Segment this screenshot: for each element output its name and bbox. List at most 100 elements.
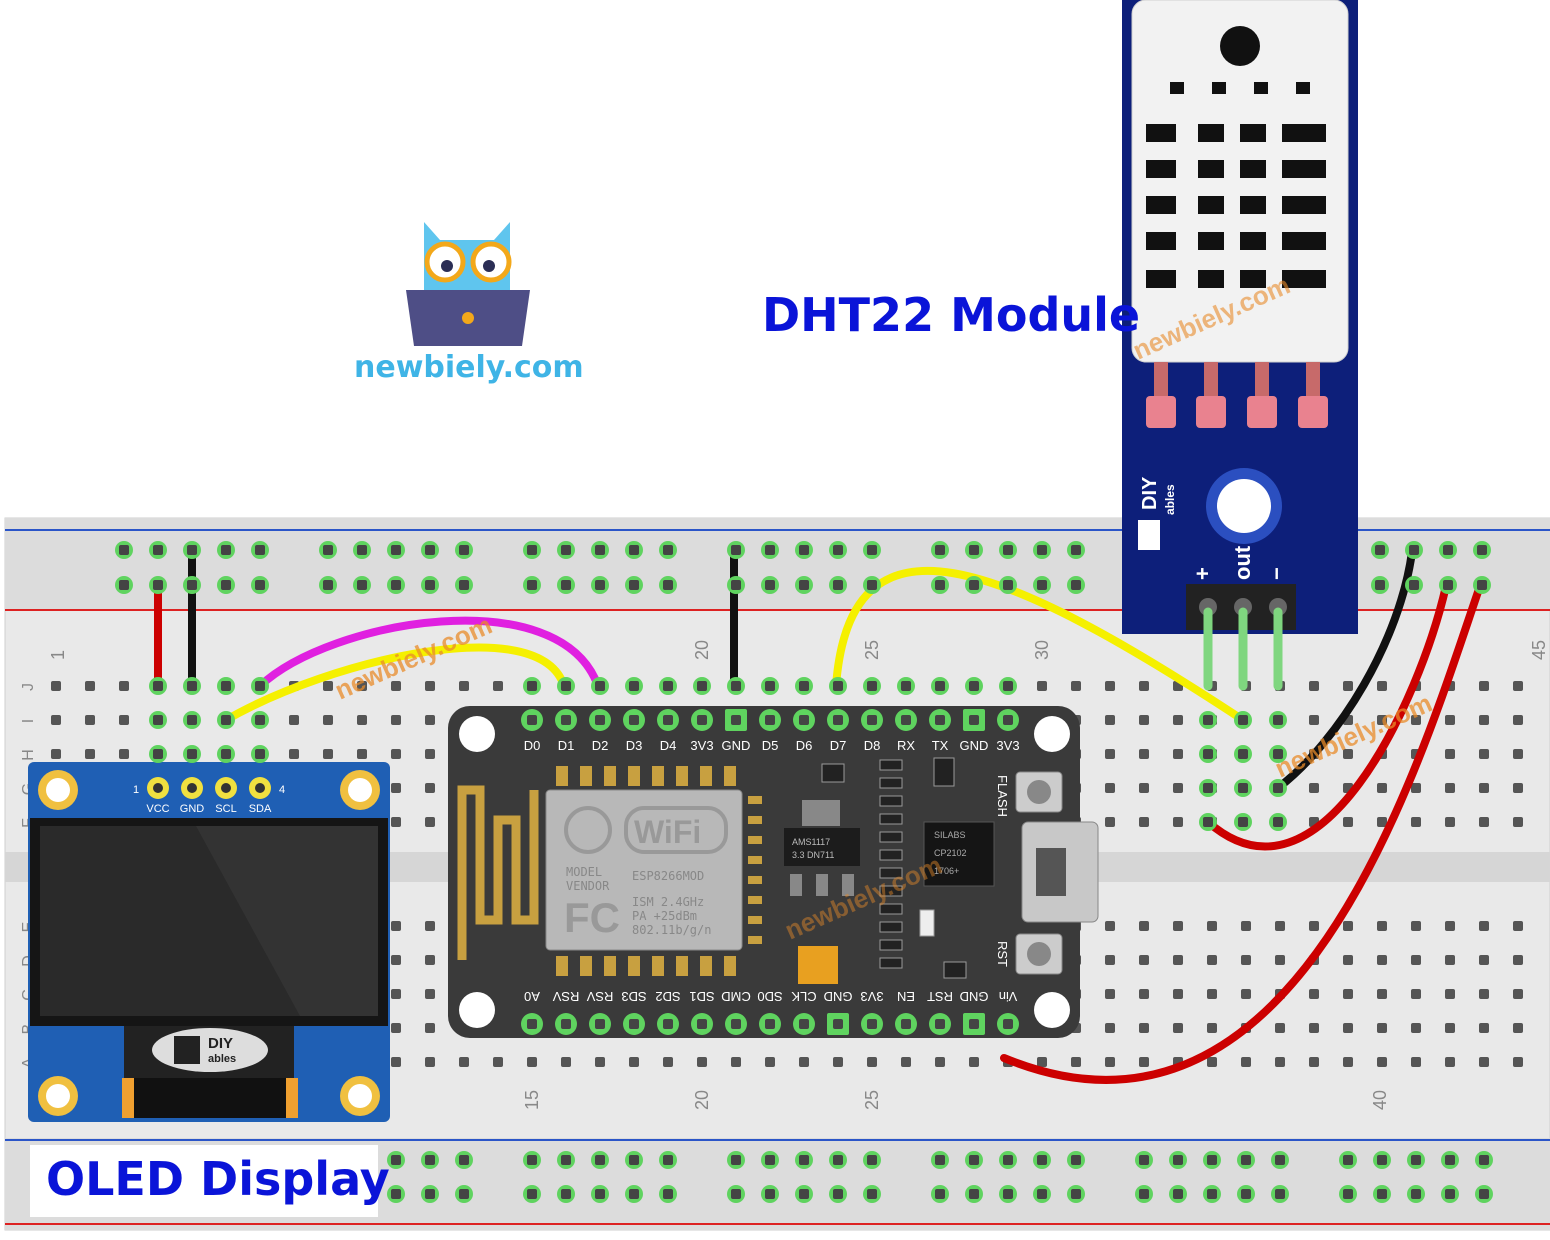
esp-pin-hole bbox=[663, 1019, 673, 1029]
pin-label: SDA bbox=[249, 803, 272, 815]
breadboard-hole bbox=[357, 715, 367, 725]
connected-hole-center bbox=[323, 580, 333, 590]
column-number: 20 bbox=[692, 640, 712, 660]
esp-pin-hole bbox=[697, 715, 707, 725]
connected-hole-center bbox=[153, 749, 163, 759]
esp-pin-label: D0 bbox=[524, 738, 541, 753]
connected-hole-center bbox=[1411, 1189, 1421, 1199]
vent-slot bbox=[1170, 82, 1184, 94]
breadboard-hole bbox=[391, 989, 401, 999]
breadboard-hole bbox=[1445, 921, 1455, 931]
connected-hole-center bbox=[1238, 783, 1248, 793]
module-pad bbox=[652, 766, 664, 786]
breadboard-hole bbox=[1105, 749, 1115, 759]
pin-label: VCC bbox=[146, 803, 169, 815]
breadboard-hole bbox=[1513, 921, 1523, 931]
breadboard-hole bbox=[1139, 749, 1149, 759]
breadboard-hole bbox=[1479, 1057, 1489, 1067]
esp-pin-label: GND bbox=[960, 989, 989, 1004]
connected-hole-center bbox=[425, 1155, 435, 1165]
usb-chip-text: 1706+ bbox=[934, 866, 959, 876]
breadboard-hole bbox=[1343, 749, 1353, 759]
breadboard-hole bbox=[1513, 955, 1523, 965]
connected-hole-center bbox=[1037, 1155, 1047, 1165]
owl-icon bbox=[406, 222, 530, 346]
esp-pin-hole bbox=[935, 1019, 945, 1029]
reset-button[interactable] bbox=[1015, 933, 1063, 975]
esp-pin-hole bbox=[833, 715, 843, 725]
esp-pin-label: TX bbox=[932, 738, 949, 753]
flash-button[interactable] bbox=[1015, 771, 1063, 813]
connected-hole-center bbox=[833, 545, 843, 555]
logo-text: ables bbox=[1163, 484, 1177, 515]
connected-hole-center bbox=[595, 1155, 605, 1165]
breadboard-hole bbox=[391, 921, 401, 931]
breadboard-hole bbox=[527, 1057, 537, 1067]
column-number: 20 bbox=[692, 1090, 712, 1110]
connected-hole-center bbox=[1003, 545, 1013, 555]
breadboard-hole bbox=[1513, 1057, 1523, 1067]
breadboard-hole bbox=[289, 749, 299, 759]
connected-hole-center bbox=[595, 545, 605, 555]
connected-hole-center bbox=[833, 681, 843, 691]
regulator-text: AMS1117 bbox=[792, 837, 830, 847]
breadboard-hole bbox=[1445, 989, 1455, 999]
connected-hole-center bbox=[1203, 715, 1213, 725]
connected-hole-center bbox=[391, 1155, 401, 1165]
breadboard-hole bbox=[391, 1057, 401, 1067]
esp-pin-label: GND bbox=[960, 738, 989, 753]
vent-slot bbox=[1240, 270, 1266, 288]
breadboard-hole bbox=[1411, 989, 1421, 999]
connected-hole-center bbox=[1071, 545, 1081, 555]
esp-pin-hole bbox=[561, 1019, 571, 1029]
sensor-leads bbox=[1146, 362, 1328, 428]
breadboard-hole bbox=[425, 715, 435, 725]
connected-hole-center bbox=[1241, 1189, 1251, 1199]
connected-hole-center bbox=[561, 1155, 571, 1165]
vent-slot bbox=[1198, 232, 1224, 250]
esp-pin-hole bbox=[527, 1019, 537, 1029]
connected-hole-center bbox=[1203, 817, 1213, 827]
breadboard-hole bbox=[1139, 989, 1149, 999]
logo-text: ables bbox=[208, 1053, 236, 1065]
esp-pin-hole bbox=[901, 1019, 911, 1029]
connected-hole-center bbox=[1409, 580, 1419, 590]
breadboard-hole bbox=[51, 715, 61, 725]
breadboard-hole bbox=[1479, 681, 1489, 691]
breadboard-hole bbox=[1411, 1023, 1421, 1033]
connected-hole-center bbox=[663, 1155, 673, 1165]
vent-slot bbox=[1212, 82, 1226, 94]
esp-pin-label: SD1 bbox=[689, 989, 714, 1004]
breadboard-hole bbox=[1275, 921, 1285, 931]
esp-pin-hole bbox=[595, 1019, 605, 1029]
breadboard-hole bbox=[1377, 681, 1387, 691]
esp-pin-label: CLK bbox=[791, 989, 817, 1004]
module-pad bbox=[724, 956, 736, 976]
logo-text: DIY bbox=[208, 1035, 233, 1052]
breadboard-hole bbox=[1105, 989, 1115, 999]
connected-hole-center bbox=[1173, 1189, 1183, 1199]
breadboard-hole bbox=[1343, 681, 1353, 691]
connected-hole-center bbox=[969, 545, 979, 555]
breadboard-hole bbox=[1105, 715, 1115, 725]
connected-hole-center bbox=[1273, 783, 1283, 793]
breadboard-hole bbox=[1139, 1023, 1149, 1033]
breadboard-hole bbox=[391, 955, 401, 965]
module-pad bbox=[748, 816, 762, 824]
breadboard-hole bbox=[1071, 681, 1081, 691]
breadboard-hole bbox=[425, 989, 435, 999]
connected-hole-center bbox=[561, 545, 571, 555]
module-text: MODEL VENDOR ESP8266MOD ISM 2.4GHz PA +2… bbox=[566, 865, 711, 937]
connected-hole-center bbox=[731, 681, 741, 691]
connected-hole-center bbox=[1003, 1155, 1013, 1165]
breadboard-hole bbox=[1071, 1057, 1081, 1067]
connected-hole-center bbox=[1445, 1155, 1455, 1165]
connected-hole-center bbox=[595, 681, 605, 691]
connected-hole-center bbox=[1343, 1155, 1353, 1165]
breadboard-hole bbox=[1275, 1023, 1285, 1033]
connected-hole-center bbox=[833, 1189, 843, 1199]
vent-slot bbox=[1240, 232, 1266, 250]
module-pad bbox=[700, 956, 712, 976]
